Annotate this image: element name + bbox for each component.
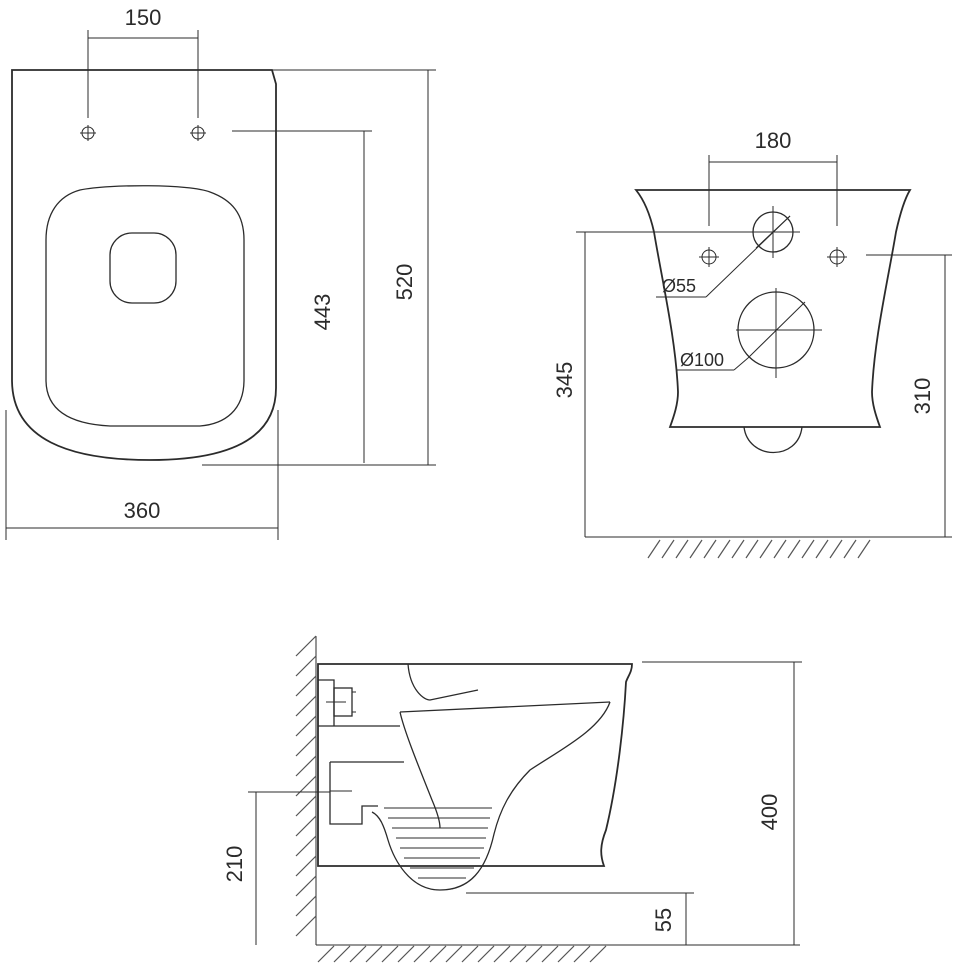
- top-view-width-dimension: 360: [5, 410, 279, 540]
- rear-view-inlet-height-dimension: 345: [552, 231, 753, 537]
- top-view-bolt-spacing-label: 150: [125, 5, 162, 30]
- side-view-outlet-height-label: 210: [222, 846, 247, 883]
- side-view-total-height-dimension: 400: [642, 661, 802, 945]
- rear-view-outlet-bulge: [743, 426, 803, 454]
- rear-view-inlet-diameter-label: Ø55: [662, 276, 696, 296]
- side-view-bottom-clearance-label: 55: [651, 908, 676, 932]
- side-view-bowl-curve: [371, 701, 611, 891]
- rear-view-inlet-height-label: 345: [552, 362, 577, 399]
- side-view-floor: [316, 944, 800, 963]
- top-view-bowl-opening: [109, 232, 177, 304]
- top-view-bolt-spacing-dimension: 150: [87, 5, 199, 118]
- side-view-body-outline: [317, 663, 633, 867]
- side-view-water: [384, 807, 492, 879]
- rear-view-bolt-right: [827, 247, 847, 267]
- side-view-rim: [399, 701, 611, 829]
- rear-view-bolt-spacing-dimension: 180: [708, 128, 838, 226]
- side-view-bottom-clearance-dimension: 55: [466, 892, 694, 945]
- side-view-outlet-height-dimension: 210: [222, 791, 330, 945]
- rear-view-bolt-spacing-label: 180: [755, 128, 792, 153]
- top-view-bolt-to-front-dimension: 443: [232, 130, 372, 463]
- rear-view-floor: [585, 536, 952, 559]
- top-view-bolt-left: [80, 125, 96, 141]
- side-view-wall: [295, 635, 317, 945]
- rear-view-bolt-height-dimension: 310: [866, 254, 952, 537]
- side-view-outlet-fitting: [329, 761, 404, 825]
- rear-view-outlet: Ø100: [676, 288, 822, 378]
- side-view-total-height-label: 400: [757, 794, 782, 831]
- top-view-total-length-label: 520: [392, 264, 417, 301]
- side-view-inlet-fitting: [318, 679, 400, 727]
- rear-view-outlet-diameter-label: Ø100: [680, 350, 724, 370]
- top-view-bolt-to-front-label: 443: [310, 294, 335, 331]
- top-view-bolt-right: [190, 125, 206, 141]
- top-view-seat-outline: [45, 185, 245, 427]
- rear-view-inlet: Ø55: [656, 206, 800, 298]
- top-view-width-label: 360: [124, 498, 161, 523]
- rear-view: Ø55 Ø100 180: [552, 128, 952, 559]
- side-view: 400 210 55: [222, 635, 802, 963]
- rear-view-body-outline: [634, 189, 912, 428]
- top-view-bowl-outline: [11, 69, 277, 461]
- rear-view-bolt-height-label: 310: [910, 378, 935, 415]
- rear-view-bolt-left: [699, 247, 719, 267]
- top-view-total-length-dimension: 520: [202, 69, 436, 466]
- top-view: 150 360 443 520: [5, 5, 436, 540]
- side-view-seat: [407, 663, 479, 701]
